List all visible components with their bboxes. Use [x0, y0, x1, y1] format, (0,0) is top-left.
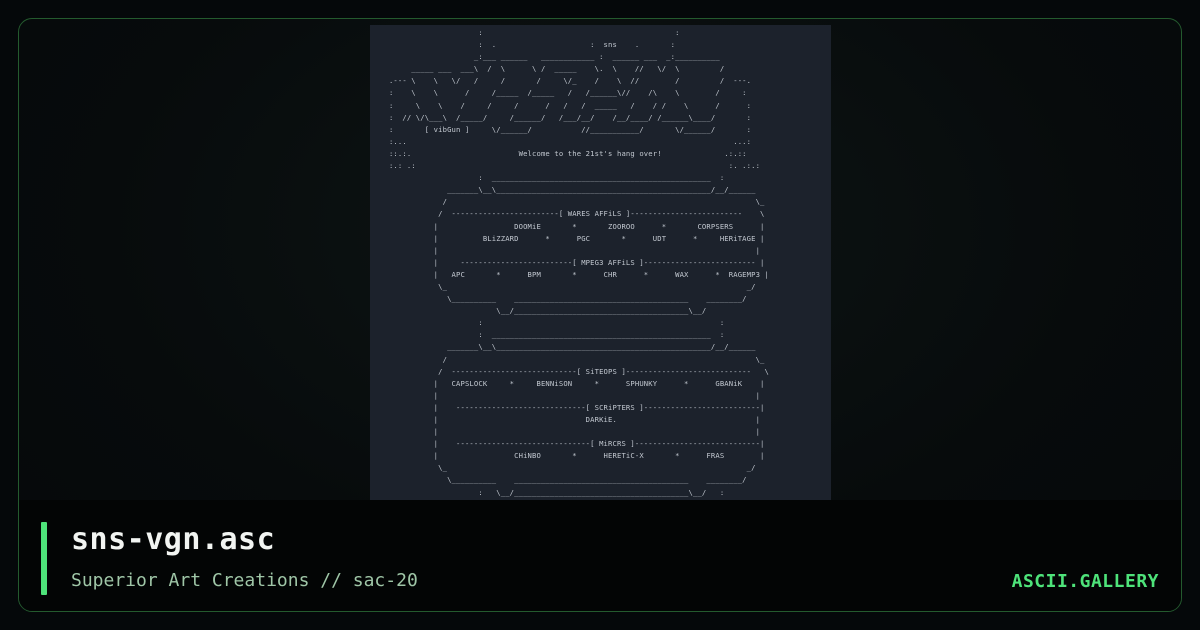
ascii-art-preview: : : : . : sns . : _:___ ______ _________…	[370, 25, 831, 501]
file-title: sns-vgn.asc	[71, 522, 276, 557]
group-subtitle: Superior Art Creations // sac-20	[71, 570, 418, 591]
ascii-art-text: : : : . : sns . : _:___ ______ _________…	[388, 28, 769, 501]
accent-bar	[41, 522, 47, 595]
brand-logo-text: ASCII.GALLERY	[1011, 571, 1159, 592]
info-footer: sns-vgn.asc Superior Art Creations // sa…	[19, 500, 1181, 611]
preview-card: : : : . : sns . : _:___ ______ _________…	[18, 18, 1182, 612]
